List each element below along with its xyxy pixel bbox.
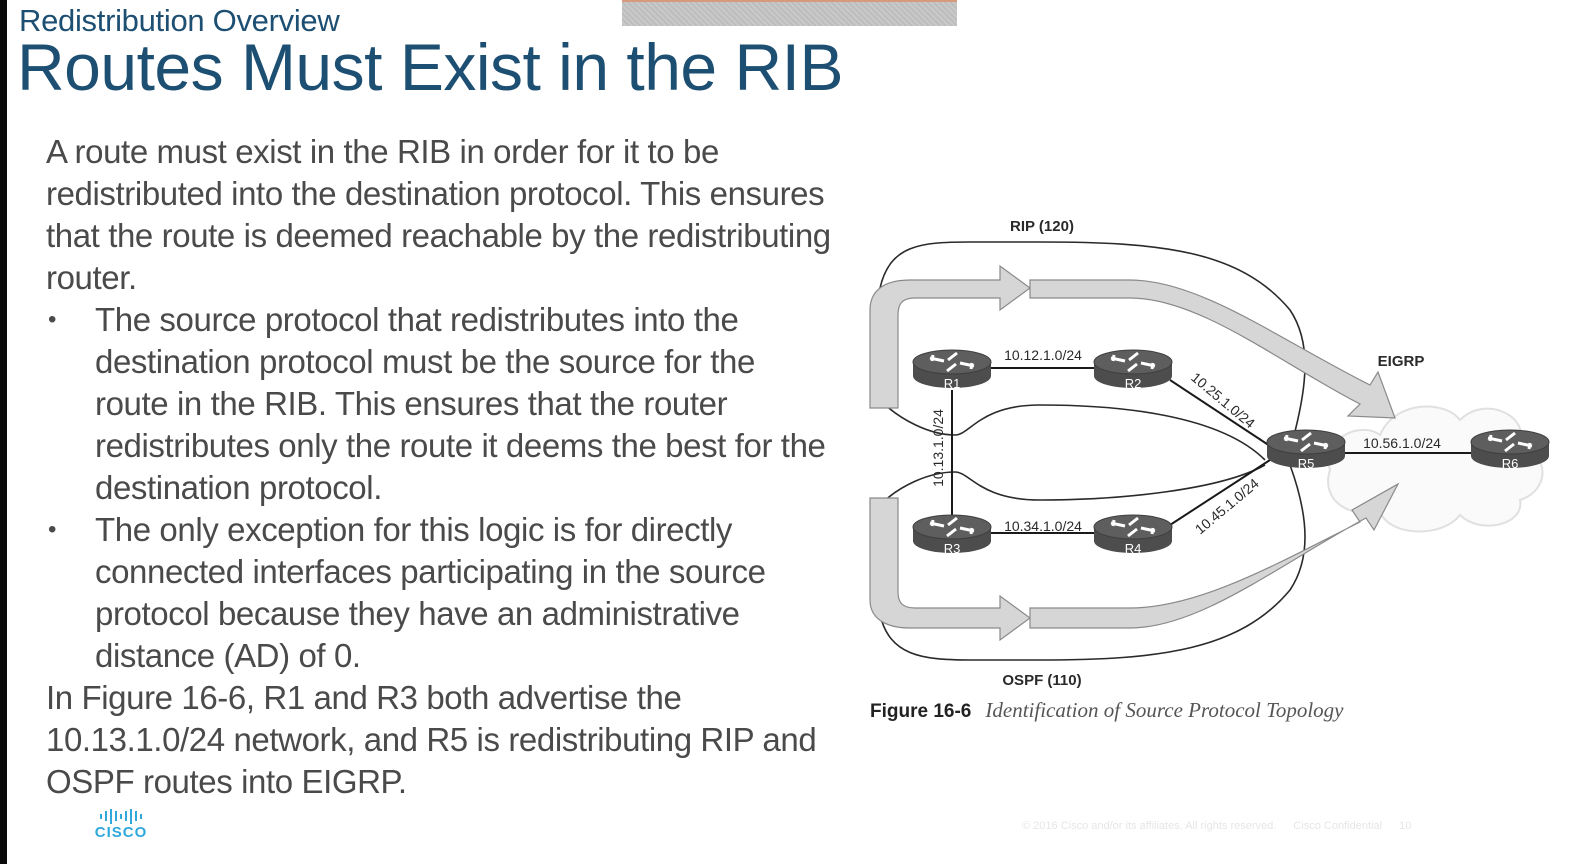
router-r1: R1: [911, 348, 993, 391]
cisco-wordmark: CISCO: [94, 824, 148, 841]
bullet-dot-icon: •: [48, 516, 57, 543]
top-placeholder-strip: [622, 0, 957, 26]
router-r5: R5: [1265, 428, 1347, 471]
bullet-item: • The only exception for this logic is f…: [46, 509, 836, 677]
rip-arrow-body: [1029, 279, 1396, 419]
router-label: R4: [1125, 541, 1142, 556]
rip-arrow: [869, 264, 1032, 409]
router-r2: R2: [1092, 348, 1174, 391]
ospf-arrow: [869, 497, 1032, 642]
router-label: R3: [944, 541, 961, 556]
link-r4-r5: [1169, 459, 1271, 526]
ospf-inner-boundary: [879, 464, 1266, 506]
link-r2-r5: [1169, 379, 1271, 447]
bullet-item: • The source protocol that redistributes…: [46, 299, 836, 509]
rip-inner-boundary: [879, 399, 1266, 461]
intro-paragraph: A route must exist in the RIB in order f…: [46, 133, 831, 296]
router-r4: R4: [1092, 513, 1174, 556]
bullet-list: • The source protocol that redistributes…: [46, 299, 836, 677]
rip-label: RIP (120): [1010, 218, 1074, 235]
footer-copyright: © 2016 Cisco and/or its affiliates. All …: [1022, 820, 1277, 832]
figure-caption: Figure 16-6 Identification of Source Prot…: [870, 698, 1344, 723]
link-label-r2-r5: 10.25.1.0/24: [1188, 369, 1258, 431]
figure-description: Identification of Source Protocol Topolo…: [985, 698, 1344, 722]
cisco-logo: CISCO: [91, 808, 151, 844]
topology-diagram: R1 R2 R3 R4 R5 R6 RIP (120) OSPF (110) E…: [869, 218, 1551, 689]
router-label: R2: [1125, 376, 1142, 391]
slide-footer: © 2016 Cisco and/or its affiliates. All …: [1022, 820, 1425, 832]
cisco-bars-icon: [91, 808, 151, 824]
ospf-arrow-body: [1029, 482, 1400, 629]
router-label: R6: [1502, 456, 1519, 471]
slide-body: A route must exist in the RIB in order f…: [46, 131, 836, 803]
footer-confidential: Cisco Confidential: [1293, 820, 1383, 832]
link-label-r1-r2: 10.12.1.0/24: [1004, 347, 1082, 363]
router-label: R1: [944, 376, 961, 391]
link-label-r5-r6: 10.56.1.0/24: [1363, 435, 1441, 451]
router-label: R5: [1298, 456, 1315, 471]
footer-page-number: 10: [1399, 820, 1412, 832]
bullet-dot-icon: •: [48, 306, 57, 333]
bullet-text: The source protocol that redistributes i…: [95, 301, 826, 506]
ospf-label: OSPF (110): [1002, 672, 1081, 689]
bullet-text: The only exception for this logic is for…: [95, 511, 766, 674]
link-label-r4-r5: 10.45.1.0/24: [1192, 475, 1262, 537]
slide-subtitle: Redistribution Overview: [19, 3, 340, 38]
router-r6: R6: [1469, 428, 1551, 471]
link-label-r3-r4: 10.34.1.0/24: [1004, 518, 1082, 534]
figure-number: Figure 16-6: [870, 701, 972, 722]
eigrp-label: EIGRP: [1378, 353, 1425, 370]
closing-paragraph: In Figure 16-6, R1 and R3 both advertise…: [46, 679, 817, 800]
router-r3: R3: [911, 513, 993, 556]
link-label-r1-r3: 10.13.1.0/24: [930, 409, 946, 487]
ospf-boundary: [879, 464, 1306, 661]
left-edge-bar: [0, 0, 7, 864]
slide-title: Routes Must Exist in the RIB: [17, 30, 844, 104]
